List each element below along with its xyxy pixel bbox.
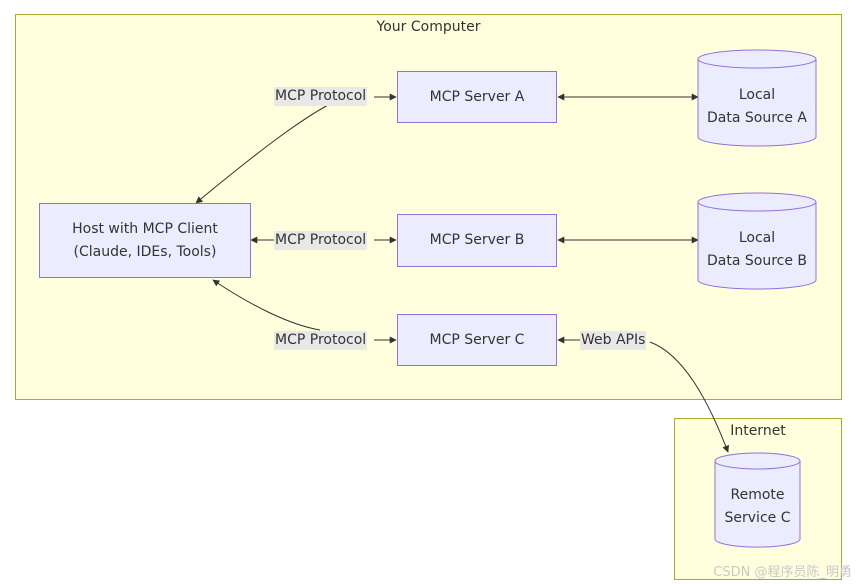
remote-service-label: Remote Service C	[724, 487, 791, 526]
source-b-label: Local Data Source B	[706, 230, 808, 269]
edge-label-protocol-c: MCP Protocol	[274, 331, 368, 350]
server-b-node[interactable]: MCP Server B	[397, 214, 557, 267]
edge-label-protocol-b: MCP Protocol	[274, 231, 368, 250]
server-a-node[interactable]: MCP Server A	[397, 71, 557, 123]
internet-title: Internet	[730, 423, 786, 439]
server-c-node[interactable]: MCP Server C	[397, 314, 557, 366]
your-computer-title: Your Computer	[376, 19, 481, 35]
edge-label-protocol-a: MCP Protocol	[274, 87, 368, 106]
edge-label-web-apis: Web APIs	[580, 331, 647, 350]
host-node[interactable]: Host with MCP Client (Claude, IDEs, Tool…	[39, 203, 251, 278]
source-a-label: Local Data Source A	[707, 87, 807, 126]
csdn-watermark: CSDN @程序员陈_明勇	[713, 565, 852, 580]
